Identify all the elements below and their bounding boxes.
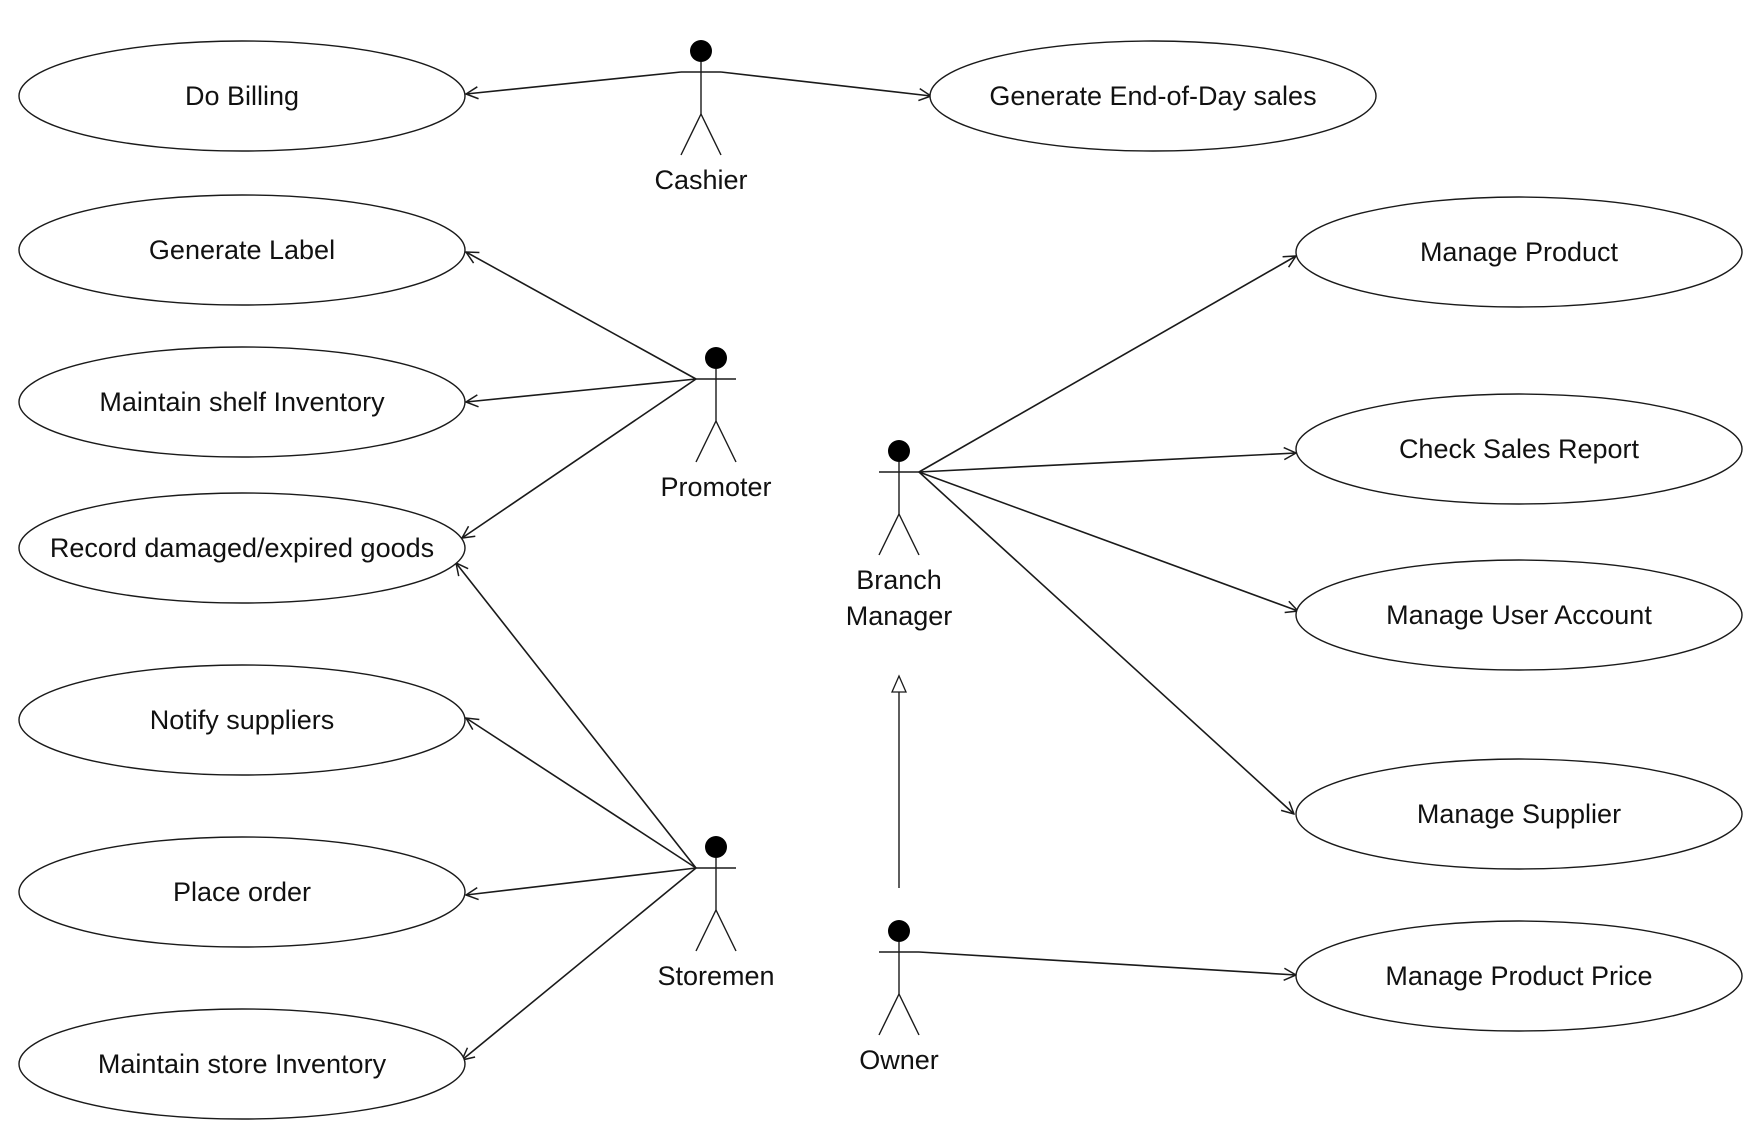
actor-left-leg [695,420,717,463]
use-case-ellipse [18,492,466,604]
use-case-ellipse [1295,393,1743,505]
association-promoter-to-generate-label [466,252,697,380]
association-storemen-to-record-damaged [456,563,697,869]
use-case-maintain-store[interactable]: Maintain store Inventory [18,1008,466,1120]
use-case-record-damaged[interactable]: Record damaged/expired goods [18,492,466,604]
association-cashier-to-generate-eod [720,71,931,96]
association-branch-manager-to-check-sales [918,453,1296,473]
actor-left-leg [695,909,717,952]
association-storemen-to-maintain-store [462,867,697,1060]
association-branch-manager-to-manage-product [918,256,1296,473]
actor-head-icon [888,440,910,462]
use-case-manage-supplier[interactable]: Manage Supplier [1295,758,1743,870]
actor-right-leg [700,113,722,156]
use-case-label: Maintain shelf Inventory [99,387,385,417]
use-case-check-sales[interactable]: Check Sales Report [1295,393,1743,505]
association-storemen-to-notify-suppliers [466,718,697,869]
use-case-label: Manage Product [1420,237,1619,267]
use-case-generate-eod[interactable]: Generate End-of-Day sales [929,40,1377,152]
use-case-do-billing[interactable]: Do Billing [18,40,466,152]
actor-left-leg [878,993,900,1036]
use-case-label: Manage User Account [1386,600,1652,630]
use-case-ellipse [18,664,466,776]
actor-promoter[interactable]: Promoter [660,347,772,502]
use-case-ellipse [1295,196,1743,308]
use-case-notify-suppliers[interactable]: Notify suppliers [18,664,466,776]
generalization-arrowhead [891,674,907,693]
use-case-place-order[interactable]: Place order [18,836,466,948]
actor-label: Manager [846,601,953,631]
actor-right-leg [715,420,737,463]
association-promoter-to-maintain-shelf [466,378,697,402]
actor-right-leg [715,909,737,952]
association-cashier-to-do-billing [466,71,682,94]
use-case-ellipse [18,40,466,152]
use-case-label: Manage Supplier [1417,799,1621,829]
use-case-label: Maintain store Inventory [98,1049,387,1079]
actor-label: Branch [856,565,942,595]
edges-layer [456,71,1298,1060]
use-case-label: Generate End-of-Day sales [989,81,1316,111]
use-case-manage-user[interactable]: Manage User Account [1295,559,1743,671]
use-case-label: Do Billing [185,81,299,111]
actor-label: Cashier [654,165,747,195]
association-branch-manager-to-manage-user [918,471,1298,611]
actor-cashier[interactable]: Cashier [654,40,748,195]
association-storemen-to-place-order [466,867,697,895]
use-case-generate-label[interactable]: Generate Label [18,194,466,306]
actor-left-leg [878,513,900,556]
use-case-manage-product[interactable]: Manage Product [1295,196,1743,308]
actor-owner[interactable]: Owner [859,920,939,1075]
use-case-ellipse [18,346,466,458]
use-case-ellipse [18,1008,466,1120]
actor-label: Owner [859,1045,939,1075]
association-branch-manager-to-manage-supplier [918,471,1294,814]
actor-right-leg [898,993,920,1036]
use-case-label: Generate Label [149,235,335,265]
use-cases-layer: Do Billing Generate End-of-Day salesGener… [18,40,1743,1120]
use-case-ellipse [18,194,466,306]
use-case-label: Record damaged/expired goods [50,533,434,563]
use-case-label: Place order [173,877,311,907]
use-case-ellipse [1295,559,1743,671]
use-case-ellipse [1295,758,1743,870]
association-owner-to-manage-price [918,951,1296,975]
actor-right-leg [898,513,920,556]
use-case-manage-price[interactable]: Manage Product Price [1295,920,1743,1032]
actor-head-icon [888,920,910,942]
use-case-ellipse [929,40,1377,152]
use-case-maintain-shelf[interactable]: Maintain shelf Inventory [18,346,466,458]
actor-head-icon [690,40,712,62]
use-case-ellipse [1295,920,1743,1032]
actor-storemen[interactable]: Storemen [657,836,775,991]
actor-head-icon [705,347,727,369]
association-promoter-to-record-damaged [462,378,697,538]
use-case-ellipse [18,836,466,948]
actor-label: Storemen [657,961,774,991]
actor-left-leg [680,113,702,156]
use-case-label: Notify suppliers [150,705,335,735]
actor-label: Promoter [660,472,771,502]
use-case-label: Manage Product Price [1385,961,1652,991]
use-case-label: Check Sales Report [1399,434,1640,464]
actor-head-icon [705,836,727,858]
